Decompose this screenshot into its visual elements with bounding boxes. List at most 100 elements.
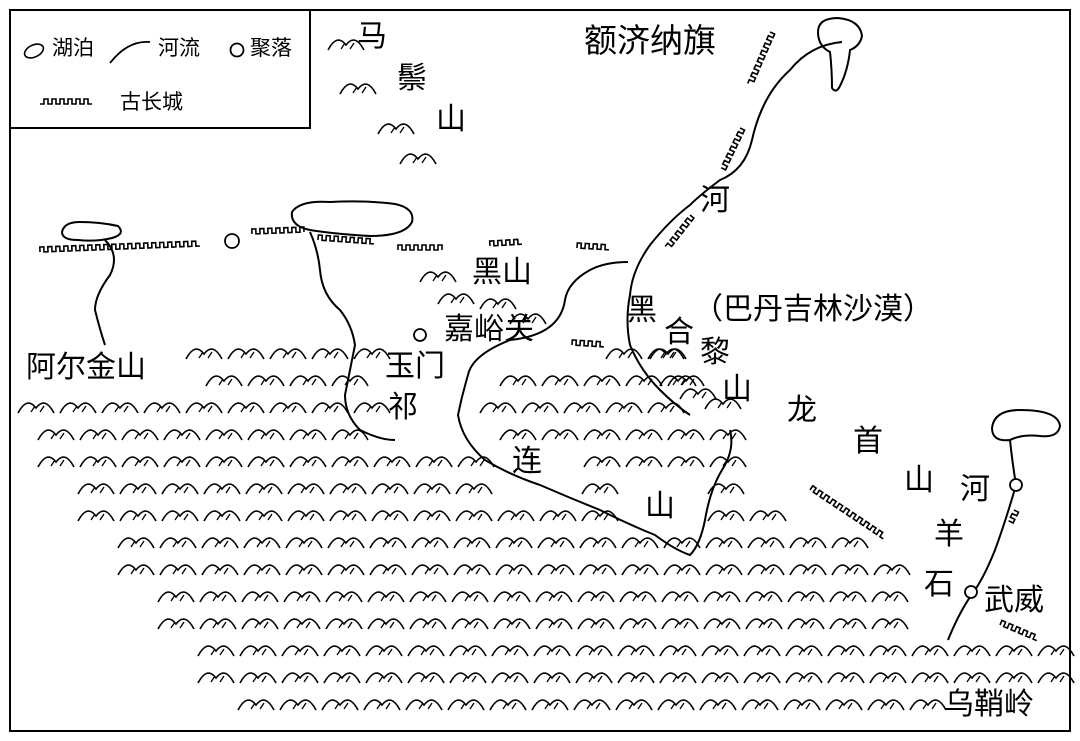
mountain-symbol <box>205 429 243 441</box>
mountain-symbol <box>101 402 139 414</box>
label-qilian-shan: 山 <box>645 489 675 524</box>
mountain-symbol <box>37 429 75 441</box>
great-wall-segment <box>746 31 776 84</box>
great-wall-segment <box>397 244 443 251</box>
legend-river-label: 河流 <box>158 36 200 60</box>
mountain-symbol <box>159 537 197 549</box>
mountain-symbol <box>701 672 739 684</box>
mountain-symbol <box>327 564 365 576</box>
lake-far-west <box>60 220 122 242</box>
mountain-symbol <box>575 645 613 657</box>
mountain-symbol <box>539 510 577 522</box>
great-wall-segment <box>809 484 884 540</box>
lake-legend-icon <box>23 43 45 59</box>
mountain-symbol <box>407 645 445 657</box>
settlement-legend-icon <box>229 42 245 58</box>
label-yumen: 玉门 <box>385 349 445 384</box>
mountain-symbol <box>199 618 237 630</box>
legend-settlement-label: 聚落 <box>250 36 292 60</box>
mountain-symbol <box>161 510 199 522</box>
lakes <box>60 16 1062 442</box>
mountain-symbol <box>579 537 617 549</box>
mountain-symbol <box>281 645 319 657</box>
mountain-symbol <box>369 564 407 576</box>
mountain-symbol <box>605 402 643 414</box>
mountain-symbol <box>227 348 265 360</box>
mountain-symbol <box>495 564 533 576</box>
mountain-symbol <box>205 375 243 387</box>
mountain-symbol <box>827 645 865 657</box>
mountain-symbol <box>953 645 991 657</box>
mountain-symbol <box>157 591 195 603</box>
mountain-symbol <box>747 537 785 549</box>
mountain-symbol <box>121 429 159 441</box>
river-west-2 <box>309 231 396 441</box>
mountain-symbol <box>499 429 537 441</box>
mountain-symbol <box>625 375 663 387</box>
mountain-symbol <box>163 429 201 441</box>
mountain-symbol <box>911 672 949 684</box>
mountain-symbol <box>245 483 283 495</box>
mountain-symbol <box>619 591 657 603</box>
mountain-symbol <box>325 591 363 603</box>
mountain-symbol <box>409 591 447 603</box>
mountain-symbol <box>499 375 537 387</box>
label-mazong-shan: 山 <box>436 102 466 137</box>
mountain-symbol <box>311 348 349 360</box>
mountain-symbol <box>625 429 663 441</box>
mountain-symbol <box>185 348 223 360</box>
mountain-symbol <box>617 672 655 684</box>
legend-great-wall-label: 古长城 <box>120 90 183 114</box>
mountain-symbol <box>411 537 449 549</box>
settlement-marker <box>224 233 240 249</box>
mountain-symbol <box>743 672 781 684</box>
mountain-symbol <box>331 375 369 387</box>
great-wall-segment <box>664 214 696 248</box>
mountain-symbol <box>497 510 535 522</box>
mountain-symbol <box>911 645 949 657</box>
mountain-symbol <box>399 153 437 165</box>
mountain-symbol <box>161 483 199 495</box>
mountain-symbol <box>495 537 533 549</box>
legend-box <box>9 9 311 129</box>
mountain-symbol <box>869 672 907 684</box>
mountain-symbol <box>323 645 361 657</box>
mountain-symbol <box>659 645 697 657</box>
mountain-symbol <box>143 402 181 414</box>
mountain-symbol <box>117 537 155 549</box>
mountain-symbol <box>531 699 569 711</box>
label-wuwei: 武威 <box>984 583 1044 618</box>
great-wall-segment <box>317 234 374 245</box>
legend-lake-label: 湖泊 <box>52 36 94 60</box>
mountain-symbol <box>37 456 75 468</box>
label-longshou-shan: 山 <box>904 463 934 498</box>
river-heihe-main <box>626 41 843 416</box>
mountain-symbol <box>79 429 117 441</box>
label-qi: 祁 <box>388 390 418 425</box>
mountain-symbol <box>279 699 317 711</box>
mountain-symbol <box>663 537 701 549</box>
mountain-symbol <box>703 591 741 603</box>
mountain-symbol <box>365 645 403 657</box>
mountain-symbol <box>269 348 307 360</box>
mountain-symbol <box>287 510 325 522</box>
mountain-symbol <box>583 456 621 468</box>
mountain-symbol <box>829 618 867 630</box>
map-frame <box>9 9 1071 732</box>
mountain-symbol <box>419 271 457 283</box>
mountain-symbol <box>491 645 529 657</box>
mountain-symbol <box>201 564 239 576</box>
great-wall-legend-icon <box>40 98 92 105</box>
river-legend-icon <box>109 40 151 64</box>
mountain-symbol <box>871 618 909 630</box>
mountain-symbol <box>201 537 239 549</box>
mountain-symbol <box>203 483 241 495</box>
mountain-symbol <box>873 564 911 576</box>
mountain-symbol <box>449 672 487 684</box>
mountain-symbol <box>743 645 781 657</box>
mountain-symbol <box>577 618 615 630</box>
mountain-symbol <box>407 672 445 684</box>
mountain-symbol <box>371 510 409 522</box>
label-jiayuguan: 嘉峪关 <box>444 312 534 347</box>
mountain-symbol <box>577 591 615 603</box>
